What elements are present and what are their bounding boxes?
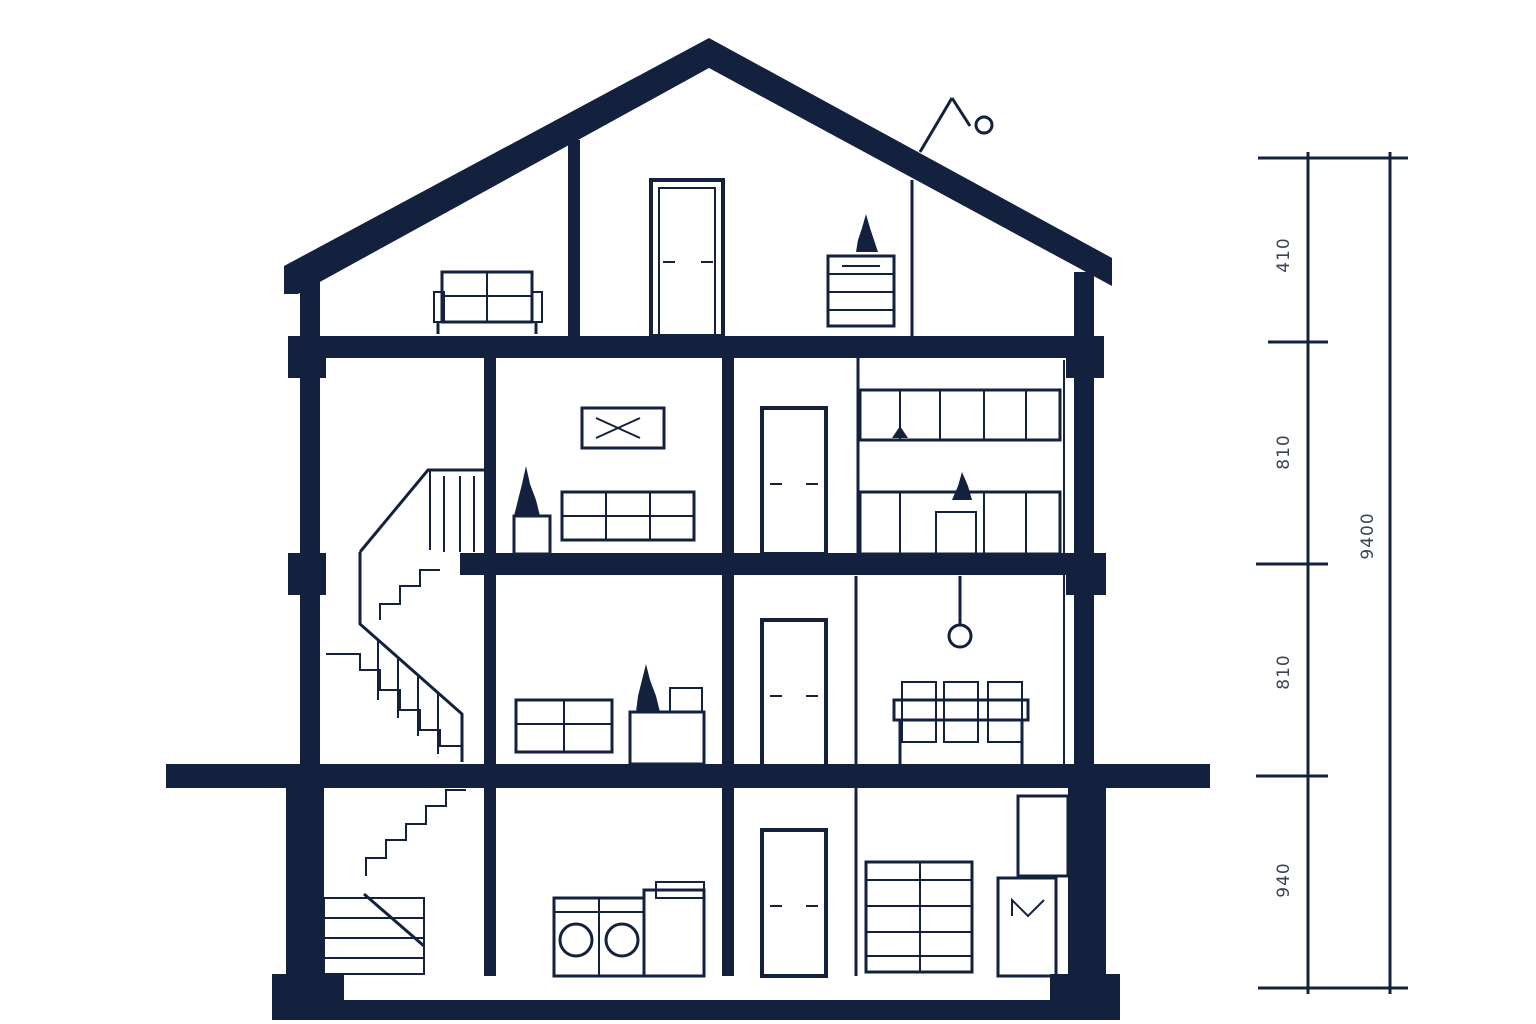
dining-table-icon — [892, 698, 1030, 764]
dimension-label-total: 9400 — [1358, 512, 1378, 559]
walls — [286, 356, 1106, 976]
refrigerator-icon — [996, 794, 1070, 978]
dimension-label: 810 — [1274, 434, 1294, 469]
door-icon — [649, 178, 725, 338]
plant-icon — [514, 466, 540, 516]
kitchen-cabinet-icon — [858, 388, 1062, 556]
dimension-label: 410 — [1274, 237, 1294, 272]
picture-frame-icon — [580, 406, 666, 450]
dimension-label-floor-2: 810 — [1274, 434, 1294, 469]
roof — [284, 38, 1112, 342]
side-table — [512, 514, 552, 556]
washing-machine-icon — [552, 881, 706, 978]
staircase-icon — [323, 468, 484, 975]
pendant-lamp-icon — [947, 576, 973, 649]
dimension-lines — [1256, 152, 1408, 994]
dimension-label-floor-ground: 940 — [1274, 862, 1294, 897]
dimension-total-label: 9400 — [1358, 512, 1378, 559]
sofa-icon — [514, 698, 614, 754]
side-table — [628, 687, 706, 766]
dimension-label-floor-attic: 410 — [1274, 237, 1294, 272]
dimension-label-floor-1: 810 — [1274, 654, 1294, 689]
dimension-label: 810 — [1274, 654, 1294, 689]
plant-icon — [856, 214, 878, 252]
pendant-lamp-icon — [892, 420, 908, 438]
door-icon — [760, 828, 828, 978]
plant-icon — [636, 664, 660, 712]
door-icon — [760, 406, 828, 556]
chair-icon — [901, 681, 1023, 743]
sofa-icon — [433, 270, 543, 334]
dresser-icon — [826, 254, 896, 328]
door-icon — [760, 618, 828, 768]
dimension-label: 940 — [1274, 862, 1294, 897]
antenna-icon — [918, 97, 994, 153]
sofa-icon — [560, 490, 696, 542]
shelf-icon — [864, 860, 974, 974]
plant-icon — [952, 472, 972, 500]
